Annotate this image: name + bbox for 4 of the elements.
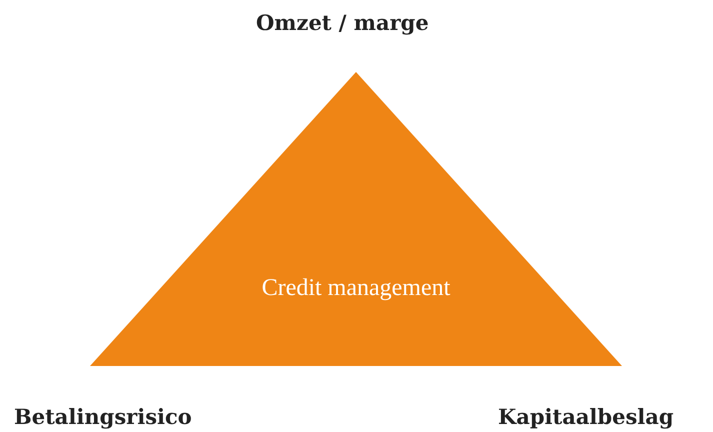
corner-label: Omzet / marge [256, 10, 429, 35]
node-label: Credit management [262, 275, 450, 302]
corner-label: Betalingsrisico [14, 404, 192, 429]
corner-label: Kapitaalbeslag [498, 404, 674, 429]
